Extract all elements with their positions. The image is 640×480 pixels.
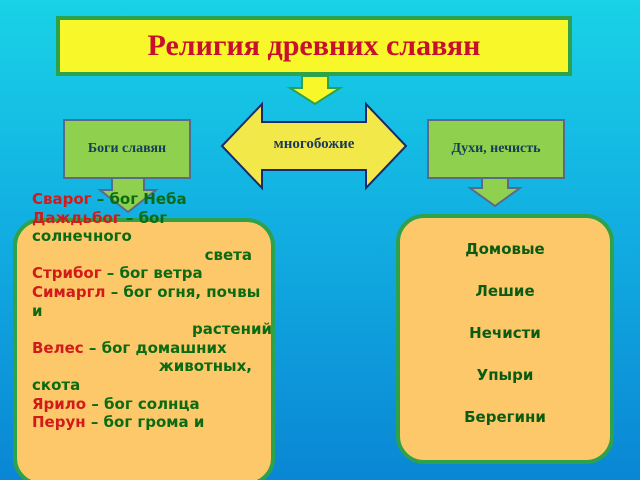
double-arrow — [220, 101, 408, 191]
spirit-item: Лешие — [475, 282, 535, 300]
god-desc: – бог солнечного — [32, 208, 168, 246]
god-yarilo: Ярило – бог солнца — [32, 395, 272, 414]
god-desc-cont: животных, — [158, 357, 252, 376]
god-svarog: Сварог – бог Неба — [32, 190, 272, 209]
god-stribog: Стрибог – бог ветра — [32, 264, 272, 283]
spirit-item: Домовые — [465, 240, 545, 258]
god-dazhdbog: Даждьбог – бог солнечного света — [32, 209, 272, 265]
god-desc: – бог Неба — [91, 190, 187, 208]
god-name: Симаргл — [32, 282, 106, 301]
god-desc: – бог ветра — [101, 264, 203, 283]
spirits-box-shape — [396, 214, 614, 464]
center-label: многобожие — [273, 136, 355, 152]
title-down-arrow — [286, 75, 344, 106]
god-name: Велес — [32, 338, 84, 357]
spirit-item: Нечисти — [469, 324, 541, 342]
gods-list: Сварог – бог Неба Даждьбог – бог солнечн… — [32, 190, 272, 432]
god-name: Стрибог — [32, 264, 102, 283]
god-desc-cont: растений — [191, 320, 272, 339]
page-title: Религия древних славян — [147, 29, 481, 62]
god-desc: – бог грома и — [85, 413, 205, 432]
right-box-label: Духи, нечисть — [451, 141, 541, 156]
god-desc: – бог солнца — [86, 394, 200, 413]
spirit-item: Берегини — [464, 408, 546, 426]
god-desc: – бог огня, почвы и — [32, 282, 261, 320]
left-box-label: Боги славян — [87, 141, 167, 156]
spirit-item: Упыри — [476, 366, 534, 384]
god-name: Сварог — [32, 190, 92, 208]
god-desc: – бог домашних — [83, 338, 227, 357]
god-desc-cont: скота — [32, 375, 81, 394]
gods-box-shape — [13, 218, 275, 480]
right-box-shape — [427, 119, 565, 179]
god-perun: Перун – бог грома и — [32, 413, 272, 432]
god-desc-cont: света — [204, 245, 252, 264]
god-name: Ярило — [32, 394, 87, 413]
right-down-arrow — [466, 177, 524, 208]
spirits-list: Домовые Лешие Нечисти Упыри Берегини — [398, 228, 612, 438]
god-name: Перун — [32, 413, 86, 432]
title-box: Религия древних славян — [56, 16, 572, 76]
god-name: Даждьбог — [32, 208, 121, 227]
left-down-arrow — [97, 177, 159, 214]
